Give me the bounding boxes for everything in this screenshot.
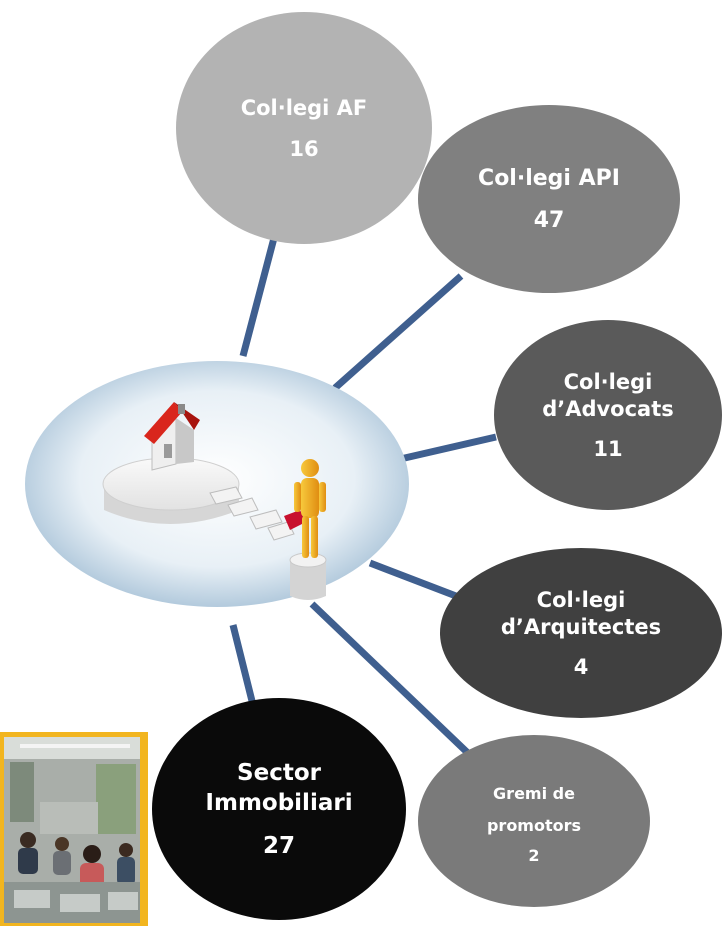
node-count: 2 bbox=[528, 845, 540, 865]
node-label: Sector Immobiliari bbox=[205, 759, 352, 819]
person-icon bbox=[294, 459, 326, 558]
node-label-line: d’Advocats bbox=[542, 397, 674, 421]
connector-promotors bbox=[309, 601, 474, 759]
connector-api bbox=[332, 273, 464, 391]
node-label-line: Immobiliari bbox=[205, 790, 353, 816]
connector-arquitectes bbox=[368, 559, 458, 600]
house-icon bbox=[144, 402, 200, 471]
node-count: 16 bbox=[289, 136, 319, 161]
node-col-legi-af: Col·legi AF 16 bbox=[176, 12, 432, 244]
node-count: 4 bbox=[573, 655, 589, 680]
connector-af bbox=[239, 237, 278, 357]
node-label: Col·legi d’Arquitectes bbox=[501, 587, 661, 642]
node-label: Col·legi API bbox=[478, 166, 620, 192]
node-label-line: d’Arquitectes bbox=[500, 615, 662, 639]
node-col-legi-api: Col·legi API 47 bbox=[418, 105, 680, 293]
node-label-line: Col·legi bbox=[563, 369, 653, 394]
node-count: 47 bbox=[533, 207, 565, 233]
classroom-photo bbox=[0, 732, 148, 926]
node-label: Gremi de promotors bbox=[487, 778, 581, 842]
node-count: 11 bbox=[593, 437, 623, 462]
node-sector-immobiliari: Sector Immobiliari 27 bbox=[152, 698, 406, 920]
node-label: Col·legi AF bbox=[240, 96, 368, 121]
node-label: Col·legi d’Advocats bbox=[542, 369, 674, 424]
node-col-legi-arquitectes: Col·legi d’Arquitectes 4 bbox=[440, 548, 722, 718]
node-label-line: Gremi de bbox=[493, 783, 575, 803]
node-col-legi-advocats: Col·legi d’Advocats 11 bbox=[494, 320, 722, 510]
node-gremi-promotors: Gremi de promotors 2 bbox=[418, 735, 650, 907]
connector-sector bbox=[229, 624, 257, 706]
node-label-line: promotors bbox=[486, 815, 582, 835]
connector-advocats bbox=[395, 433, 497, 464]
hub-illustration bbox=[25, 361, 409, 607]
node-count: 27 bbox=[262, 832, 295, 859]
node-label-line: Sector bbox=[237, 760, 321, 787]
puzzle-piece-icon bbox=[284, 510, 306, 530]
node-label-line: Col·legi bbox=[536, 587, 626, 612]
